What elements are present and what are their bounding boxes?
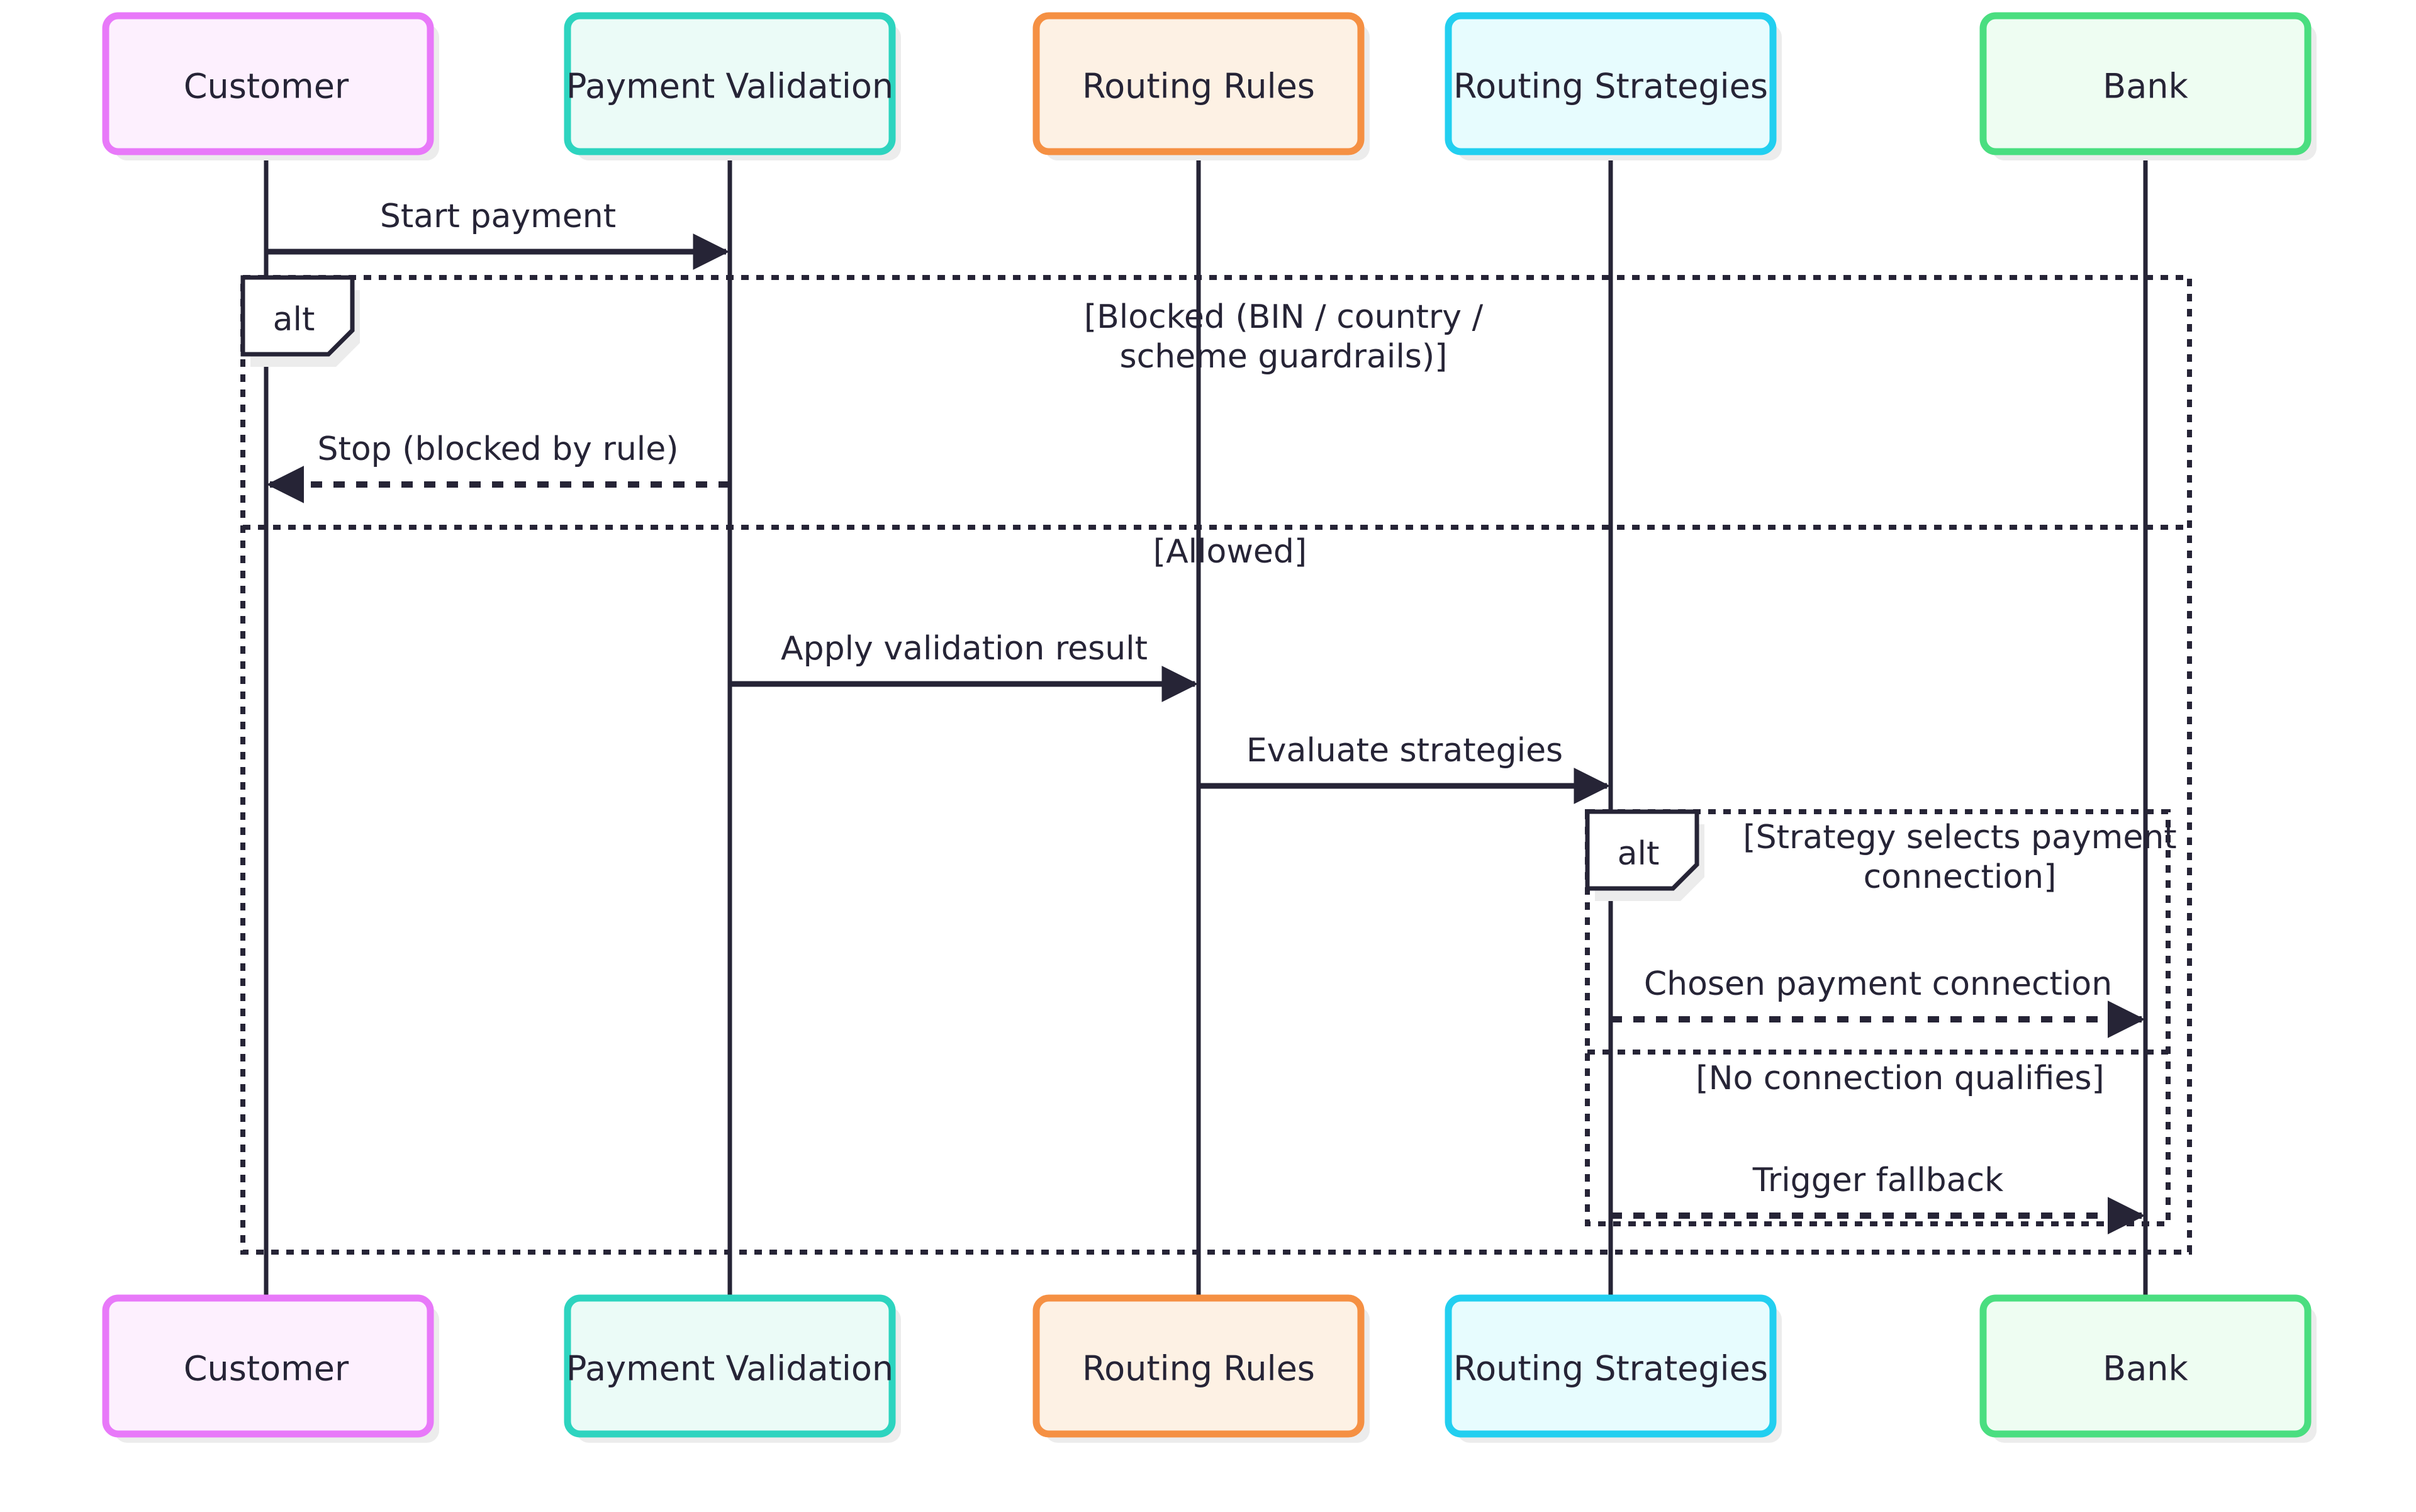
message-label-m6: Trigger fallback xyxy=(1752,1162,2004,1199)
message-label-m2: Stop (blocked by rule) xyxy=(317,430,678,468)
actor-label-strategies-top: Routing Strategies xyxy=(1453,67,1768,106)
actor-box-payval-bottom[interactable] xyxy=(564,1294,896,1438)
condition-line: [No connection qualifies] xyxy=(1696,1060,2104,1097)
actor-boxes-bottom: Customer Payment Validation Routing Rules R… xyxy=(102,1294,2317,1443)
message-label-m1: Start payment xyxy=(380,198,616,235)
actor-box-rules-top[interactable] xyxy=(1032,12,1365,155)
actor-label-rules-top: Routing Rules xyxy=(1082,67,1315,106)
fragment-frame-inner-alt xyxy=(1585,809,2171,1226)
actor-box-payval-top[interactable] xyxy=(564,12,896,155)
fragment-tag-box-inner-alt xyxy=(1585,809,1699,891)
actor-boxes-top: Customer Payment Validation Routing Rules R… xyxy=(102,12,2317,160)
fragments-group: [Blocked (BIN / country /scheme guardrai… xyxy=(240,275,2192,1255)
condition-line: scheme guardrails)] xyxy=(1120,338,1448,376)
actor-box-strategies-top[interactable] xyxy=(1445,12,1777,155)
fragment-condition-outer-branch-1: [Blocked (BIN / country /scheme guardrai… xyxy=(1084,298,1484,376)
fragment-tag-group: alt alt xyxy=(240,275,1704,901)
actor-box-rules-bottom[interactable] xyxy=(1032,1294,1365,1438)
message-label-m3: Apply validation result xyxy=(781,630,1148,668)
actor-label-payval-bottom: Payment Validation xyxy=(566,1349,893,1389)
actor-label-bank-bottom: Bank xyxy=(2103,1349,2188,1389)
actor-label-customer-bottom: Customer xyxy=(184,1349,349,1389)
actor-box-bank-bottom[interactable] xyxy=(1979,1294,2312,1438)
lifelines-group xyxy=(264,152,2148,1298)
fragment-tag-box-outer-alt xyxy=(240,275,355,357)
condition-line: [Allowed] xyxy=(1153,533,1307,571)
condition-line: [Blocked (BIN / country / xyxy=(1084,298,1484,336)
actor-box-bank-top[interactable] xyxy=(1979,12,2312,155)
condition-line: [Strategy selects payment xyxy=(1743,819,2176,856)
actor-label-rules-bottom: Routing Rules xyxy=(1082,1349,1315,1389)
message-label-m5: Chosen payment connection xyxy=(1644,965,2112,1003)
fragment-condition-inner-branch-2: [No connection qualifies] xyxy=(1696,1060,2104,1097)
fragment-condition-outer-branch-2: [Allowed] xyxy=(1153,533,1307,571)
actor-box-customer-bottom[interactable] xyxy=(102,1294,434,1438)
fragment-tag-label-outer-alt: alt xyxy=(273,301,315,339)
actor-label-customer-top: Customer xyxy=(184,67,349,106)
actor-box-strategies-bottom[interactable] xyxy=(1445,1294,1777,1438)
actor-label-bank-top: Bank xyxy=(2103,67,2188,106)
actor-label-payval-top: Payment Validation xyxy=(566,67,893,106)
actor-box-customer-top[interactable] xyxy=(102,12,434,155)
actor-label-strategies-bottom: Routing Strategies xyxy=(1453,1349,1768,1389)
condition-line: connection] xyxy=(1864,858,2057,896)
message-label-m4: Evaluate strategies xyxy=(1246,732,1563,770)
fragment-tag-label-inner-alt: alt xyxy=(1618,835,1660,873)
fragment-frame-outer-alt xyxy=(240,275,2192,1255)
